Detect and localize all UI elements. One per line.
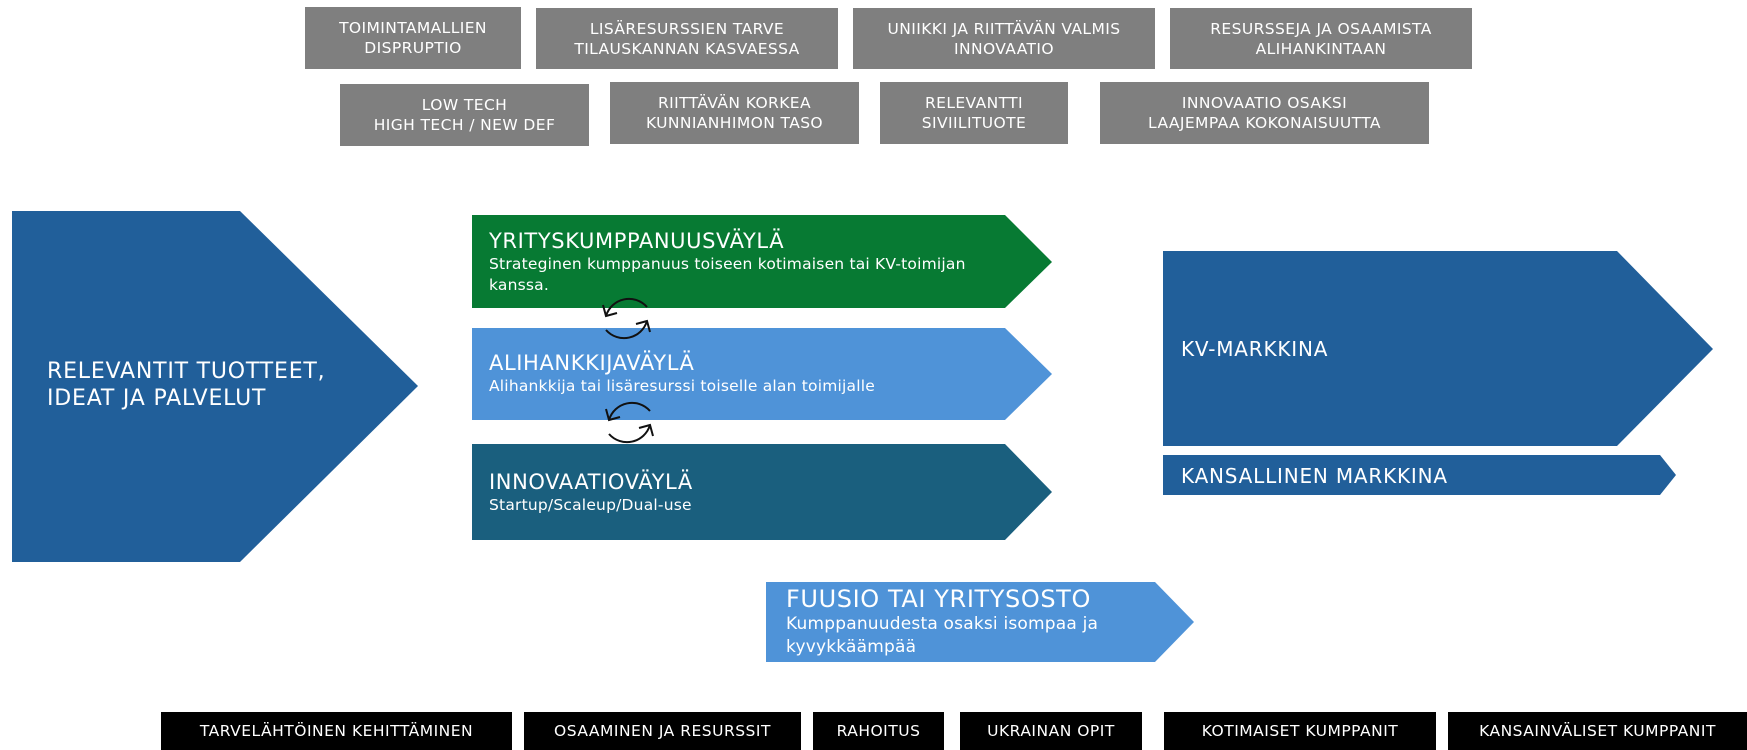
- factor-box-subcontracting: RESURSSEJA JA OSAAMISTA ALIHANKINTAAN: [1170, 8, 1472, 69]
- innovation-path-shape: [472, 444, 1052, 540]
- subcontractor-path: ALIHANKKIJAVÄYLÄ Alihankkija tai lisäres…: [489, 351, 1019, 397]
- factor-line: TILAUSKANNAN KASVAESSA: [574, 39, 800, 58]
- innovation-path: INNOVAATIOVÄYLÄ Startup/Scaleup/Dual-use: [489, 470, 1019, 516]
- factor-line: RESURSSEJA JA OSAAMISTA: [1210, 19, 1432, 38]
- cycle-icon-lower: [605, 401, 654, 444]
- enabler-needs-driven-development: TARVELÄHTÖINEN KEHITTÄMINEN: [161, 712, 512, 750]
- partnership-title: YRITYSKUMPPANUUSVÄYLÄ: [489, 229, 785, 253]
- factor-line: KUNNIANHIMON TASO: [645, 114, 824, 132]
- factor-box-ambition: RIITTÄVÄN KORKEA KUNNIANHIMON TASO: [610, 82, 859, 144]
- factor-line: LISÄRESURSSIEN TARVE: [589, 19, 785, 38]
- factor-line: DISPRUPTIO: [364, 39, 462, 57]
- partnership-subtitle: Strateginen kumppanuus toiseen kotimaise…: [489, 255, 966, 294]
- factor-line: SIVIILITUOTE: [921, 114, 1027, 132]
- merger-subtitle: Kumppanuudesta osaksi isompaa ja kyvykkä…: [786, 614, 1099, 657]
- merger-path: FUUSIO TAI YRITYSOSTO Kumppanuudesta osa…: [786, 585, 1166, 659]
- enabler-funding: RAHOITUS: [813, 712, 944, 750]
- merger-title: FUUSIO TAI YRITYSOSTO: [786, 585, 1091, 613]
- merger-path-shape: [766, 582, 1194, 662]
- national-market-shape: [1163, 455, 1676, 495]
- subcontractor-path-shape: [472, 328, 1052, 420]
- national-market-label: KANSALLINEN MARKKINA: [1181, 464, 1448, 488]
- international-market-shape: [1163, 251, 1713, 446]
- factor-box-larger-whole: INNOVAATIO OSAKSI LAAJEMPAA KOKONAISUUTT…: [1100, 82, 1429, 144]
- enabler-competence-resources: OSAAMINEN JA RESURSSIT: [524, 712, 801, 750]
- source-arrow-shape: [12, 211, 418, 562]
- factor-box-disruption: TOIMINTAMALLIEN DISPRUPTIO: [305, 7, 521, 69]
- factor-line: RELEVANTTI: [924, 94, 1024, 112]
- factor-line: UNIIKKI JA RIITTÄVÄN VALMIS: [887, 19, 1121, 38]
- factor-line: TOIMINTAMALLIEN: [339, 19, 487, 37]
- innovation-title: INNOVAATIOVÄYLÄ: [489, 470, 693, 494]
- factor-line: INNOVAATIO OSAKSI: [1181, 94, 1348, 112]
- subcontractor-subtitle: Alihankkija tai lisäresurssi toiselle al…: [489, 377, 876, 395]
- international-market-label: KV-MARKKINA: [1181, 337, 1329, 361]
- factor-box-civil-product: RELEVANTTI SIVIILITUOTE: [880, 82, 1068, 144]
- cycle-icon-upper: [602, 297, 651, 340]
- factor-box-additional-resources: LISÄRESURSSIEN TARVE TILAUSKANNAN KASVAE…: [536, 8, 838, 69]
- partnership-path: YRITYSKUMPPANUUSVÄYLÄ Strateginen kumppa…: [489, 229, 1019, 296]
- enabler-ukraine-lessons: UKRAINAN OPIT: [960, 712, 1142, 750]
- factor-box-unique-innovation: UNIIKKI JA RIITTÄVÄN VALMIS INNOVAATIO: [853, 8, 1155, 69]
- enabler-domestic-partners: KOTIMAISET KUMPPANIT: [1164, 712, 1436, 750]
- enabler-international-partners: KANSAINVÄLISET KUMPPANIT: [1448, 712, 1747, 750]
- factor-box-tech-level: LOW TECH HIGH TECH / NEW DEF: [340, 84, 589, 146]
- factor-line: LAAJEMPAA KOKONAISUUTTA: [1148, 114, 1381, 132]
- factor-line: LOW TECH: [421, 96, 508, 114]
- source-line: IDEAT JA PALVELUT: [47, 386, 267, 411]
- subcontractor-title: ALIHANKKIJAVÄYLÄ: [489, 351, 695, 375]
- partnership-path-shape: [472, 215, 1052, 308]
- factor-line: HIGH TECH / NEW DEF: [373, 116, 556, 134]
- innovation-subtitle: Startup/Scaleup/Dual-use: [489, 496, 692, 514]
- source-line: RELEVANTIT TUOTTEET,: [47, 359, 326, 384]
- factor-line: INNOVAATIO: [954, 39, 1054, 58]
- factor-line: ALIHANKINTAAN: [1255, 39, 1387, 58]
- factor-line: RIITTÄVÄN KORKEA: [658, 94, 811, 112]
- source-label: RELEVANTIT TUOTTEET, IDEAT JA PALVELUT: [47, 358, 325, 412]
